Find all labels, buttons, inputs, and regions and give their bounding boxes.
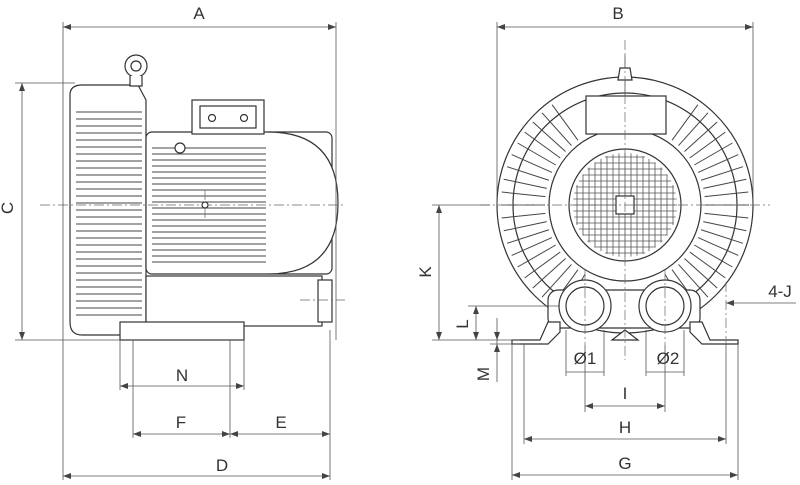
drawing-line — [506, 166, 550, 181]
label-4j: 4-J — [768, 282, 792, 301]
drawing-line — [700, 229, 744, 244]
label-k: K — [416, 266, 435, 278]
drawing-line — [503, 178, 547, 189]
label-a: A — [193, 4, 205, 23]
front-dimensions — [432, 22, 796, 480]
drawing-line — [694, 142, 733, 166]
drawing-line — [689, 131, 726, 159]
side-view — [40, 54, 345, 341]
housing-ribs — [76, 111, 142, 316]
drawing-line — [506, 229, 550, 244]
drawing-line — [689, 251, 726, 279]
label-g: G — [618, 454, 631, 473]
drawing-line — [704, 212, 749, 219]
drawing-line — [697, 154, 739, 173]
drawing-line — [678, 264, 709, 298]
drawing-line — [671, 104, 699, 141]
motor-fins — [152, 147, 266, 263]
drawing-line — [511, 154, 553, 173]
label-h: H — [619, 418, 631, 437]
drawing-line — [501, 191, 546, 198]
label-e: E — [275, 413, 286, 432]
front-view — [480, 40, 770, 360]
label-n: N — [176, 366, 188, 385]
drawing-line — [511, 237, 553, 256]
label-c: C — [0, 202, 17, 214]
drawing-line — [551, 104, 579, 141]
drawing-line — [694, 244, 733, 268]
label-phi1: Ø1 — [574, 349, 597, 368]
label-f: F — [176, 413, 186, 432]
front-fins — [501, 104, 749, 313]
label-m: M — [474, 367, 493, 381]
drawing-line — [703, 178, 747, 189]
drawing-line — [532, 258, 566, 289]
drawing-line — [503, 221, 547, 232]
label-l: L — [453, 319, 472, 328]
drawing-line — [700, 166, 744, 181]
drawing-line — [517, 244, 556, 268]
drawing-line — [684, 121, 718, 152]
drawing-line — [541, 264, 572, 298]
drawing-line — [704, 191, 749, 198]
label-phi2: Ø2 — [657, 349, 680, 368]
drawing-line — [524, 251, 561, 279]
drawing-line — [697, 237, 739, 256]
label-d: D — [216, 456, 228, 475]
drawing-line — [532, 121, 566, 152]
drawing-line — [703, 221, 747, 232]
drawing-line — [678, 112, 709, 146]
label-i: I — [623, 384, 628, 403]
drawing-line — [684, 258, 718, 289]
drawing-line — [517, 142, 556, 166]
label-b: B — [612, 4, 623, 23]
drawing-line — [541, 112, 572, 146]
drawing-line — [524, 131, 561, 159]
drawing-line — [501, 212, 546, 219]
dimension-labels: A B C N F E D K L M Ø1 Ø2 I H G 4-J — [0, 4, 792, 475]
side-dimensions — [15, 22, 337, 480]
